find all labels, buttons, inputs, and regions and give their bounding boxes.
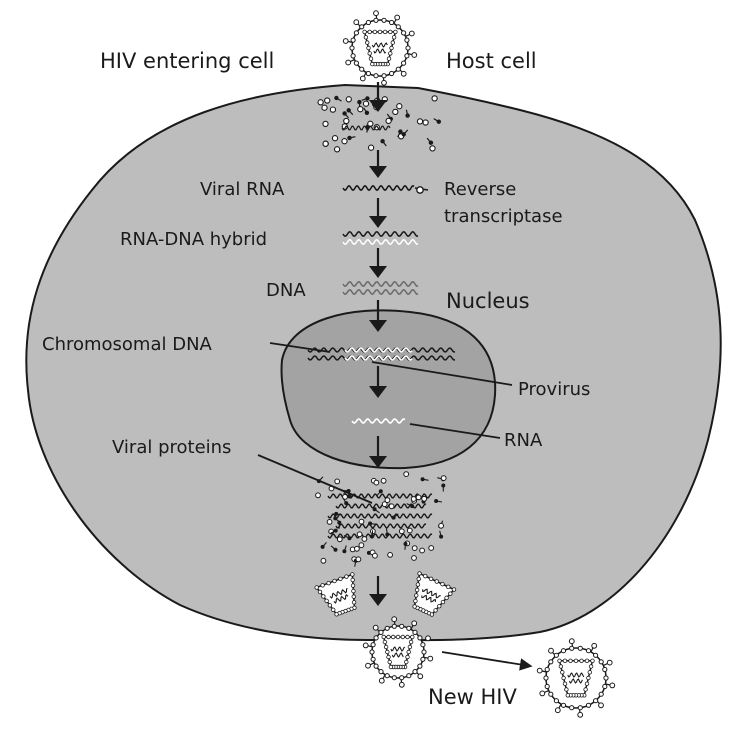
viral-rna-strand <box>342 184 429 194</box>
label-rna-dna-hybrid: RNA-DNA hybrid <box>120 229 267 250</box>
label-transcriptase: transcriptase <box>444 206 563 227</box>
flow-arrow <box>369 82 387 112</box>
hiv-budding-particle <box>362 616 434 688</box>
label-reverse: Reverse <box>444 179 516 200</box>
label-hiv-entering-cell: HIV entering cell <box>100 49 274 73</box>
flow-arrow <box>369 576 387 606</box>
label-host-cell: Host cell <box>446 49 537 73</box>
assembling-capsid-right <box>412 571 457 617</box>
label-viral-proteins: Viral proteins <box>112 437 231 458</box>
flow-arrow <box>369 248 387 278</box>
nuclear-rna-strand <box>351 418 406 424</box>
flow-arrows <box>369 82 387 606</box>
flow-arrow <box>369 198 387 228</box>
label-dna: DNA <box>266 280 306 301</box>
flow-arrow <box>369 436 387 468</box>
label-nucleus: Nucleus <box>446 289 530 313</box>
leader-lines <box>257 342 533 671</box>
label-new-hiv: New HIV <box>428 685 517 709</box>
nucleus <box>280 309 497 470</box>
chromosomal-dna-strands <box>307 347 456 361</box>
flow-arrow <box>369 150 387 178</box>
hiv-entering-particle <box>342 10 418 86</box>
label-provirus: Provirus <box>518 379 590 400</box>
flow-arrow <box>369 300 387 332</box>
label-chromosomal-dna: Chromosomal DNA <box>42 334 213 355</box>
label-viral-rna: Viral RNA <box>200 179 285 200</box>
assembling-capsid-left <box>314 572 357 617</box>
new-hiv-particle <box>536 638 616 718</box>
dna-strands <box>342 281 419 295</box>
rna-dna-hybrid-strands <box>342 231 419 245</box>
flow-arrow <box>369 366 387 398</box>
label-rna: RNA <box>504 430 543 451</box>
